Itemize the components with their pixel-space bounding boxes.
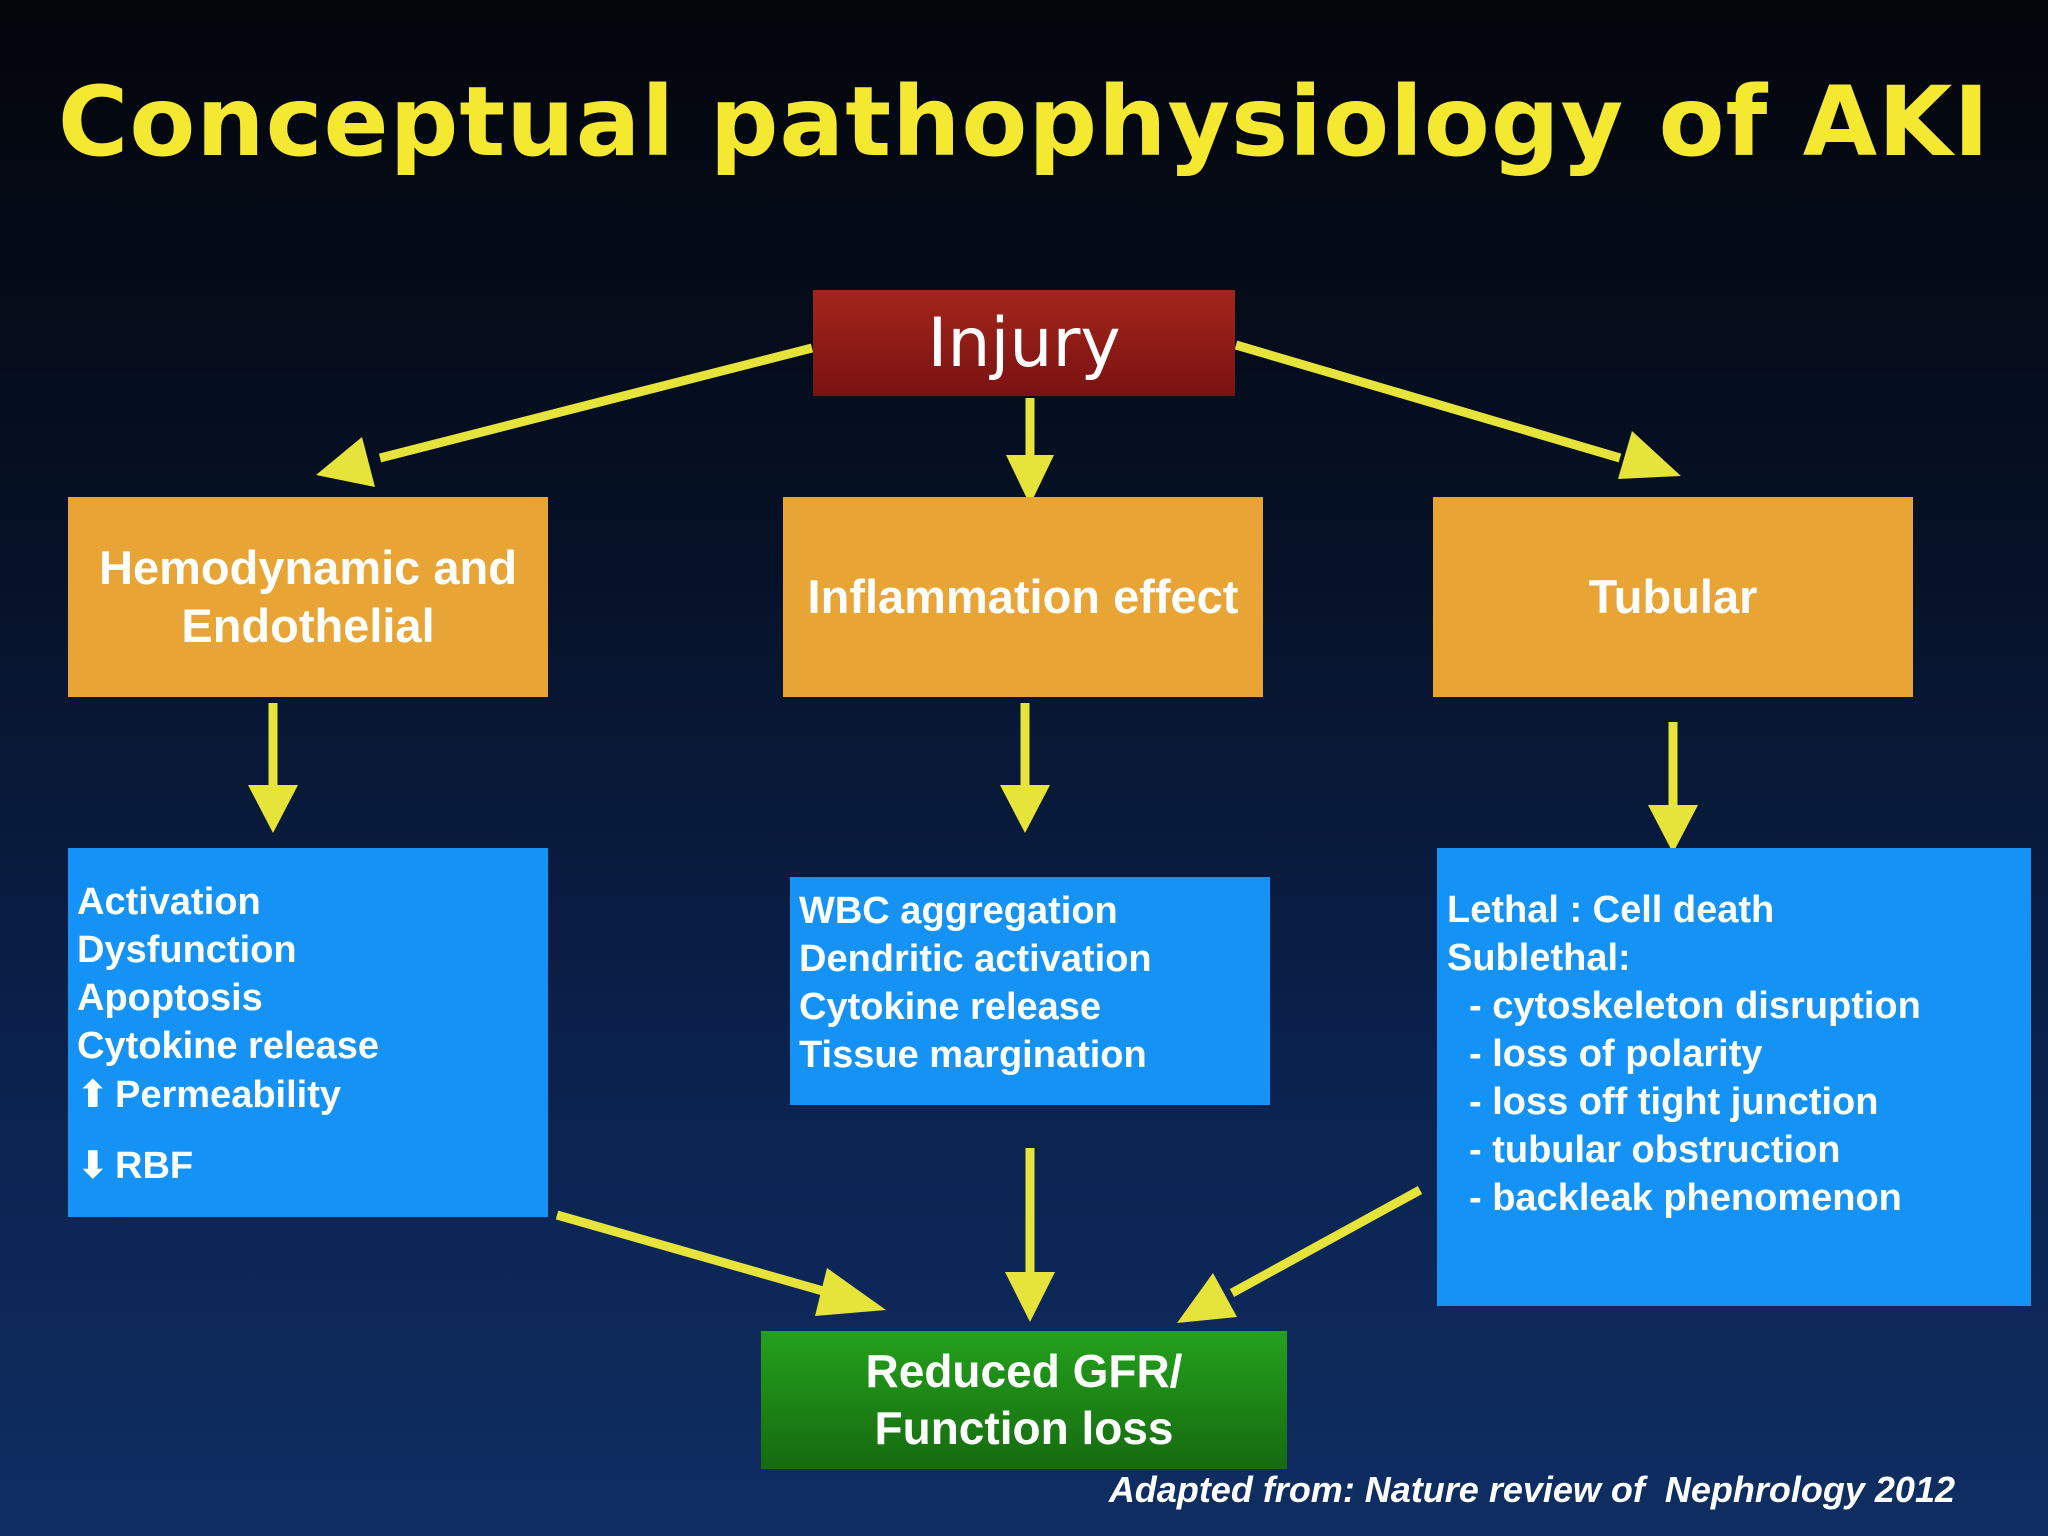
source-citation: Adapted from: Nature review of Nephrolog… — [1108, 1469, 1955, 1510]
permeability-label: Permeability — [115, 1074, 341, 1116]
result-label-line-1: Reduced GFR/ — [865, 1345, 1183, 1397]
arrow-hemodynamic-to-details — [248, 703, 298, 833]
tubular-label: Tubular — [1588, 570, 1758, 623]
tubular-lethal-line: Lethal : Cell death — [1447, 889, 1775, 931]
arrow-up-icon: ⬆ — [77, 1072, 109, 1116]
hemodynamic-endothelial-box: Hemodynamic and Endothelial — [68, 497, 548, 697]
arrow-hemodynamic-details-to-result — [555, 1210, 886, 1316]
inflammation-effect-box: Inflammation effect — [783, 497, 1263, 697]
arrow-injury-to-hemodynamic — [316, 343, 814, 487]
arrow-inflammation-to-details — [1000, 703, 1050, 833]
hemodynamic-detail-increased-permeability: ⬆Permeability — [77, 1070, 548, 1119]
hemodynamic-detail-decreased-rbf: ⬇RBF — [77, 1141, 548, 1190]
inflammation-detail-item: Tissue margination — [799, 1034, 1147, 1076]
tubular-sublethal-item: - tubular obstruction — [1469, 1129, 1841, 1171]
arrow-tubular-details-to-result — [1177, 1186, 1423, 1323]
tubular-sublethal-item: - loss of polarity — [1469, 1033, 1763, 1075]
result-label-line-2: Function loss — [874, 1402, 1174, 1454]
inflammation-detail-item: Cytokine release — [799, 986, 1102, 1028]
inflammation-label: Inflammation effect — [807, 570, 1239, 623]
hemodynamic-detail-item: Cytokine release — [77, 1025, 380, 1067]
tubular-sublethal-item: - cytoskeleton disruption — [1469, 985, 1921, 1027]
arrow-down-icon: ⬇ — [77, 1143, 109, 1187]
hemodynamic-label-line-2: Endothelial — [181, 599, 435, 652]
arrow-injury-to-tubular — [1234, 340, 1681, 479]
inflammation-detail-item: WBC aggregation — [799, 890, 1118, 932]
tubular-sublethal-item: - loss off tight junction — [1469, 1081, 1879, 1123]
hemodynamic-detail-item: Activation — [77, 881, 261, 923]
injury-box: Injury — [813, 290, 1235, 396]
reduced-gfr-box: Reduced GFR/ Function loss — [761, 1331, 1287, 1469]
tubular-sublethal-heading: Sublethal: — [1447, 937, 1631, 979]
arrow-injury-to-inflammation — [1006, 398, 1054, 505]
hemodynamic-details-box: Activation Dysfunction Apoptosis Cytokin… — [68, 848, 548, 1217]
arrow-tubular-to-details — [1648, 722, 1698, 853]
inflammation-details-box: WBC aggregation Dendritic activation Cyt… — [790, 877, 1270, 1105]
hemodynamic-label-line-1: Hemodynamic and — [99, 541, 517, 594]
injury-label: Injury — [927, 303, 1121, 383]
slide-title: Conceptual pathophysiology of AKI — [57, 66, 1991, 178]
tubular-sublethal-item: - backleak phenomenon — [1469, 1177, 1902, 1219]
arrow-inflammation-details-to-result — [1005, 1148, 1055, 1322]
tubular-box: Tubular — [1433, 497, 1913, 697]
hemodynamic-detail-item: Dysfunction — [77, 929, 297, 971]
rbf-label: RBF — [115, 1145, 194, 1187]
tubular-details-box: Lethal : Cell death Sublethal: - cytoske… — [1437, 848, 2031, 1306]
hemodynamic-detail-item: Apoptosis — [77, 977, 263, 1019]
inflammation-detail-item: Dendritic activation — [799, 938, 1152, 980]
